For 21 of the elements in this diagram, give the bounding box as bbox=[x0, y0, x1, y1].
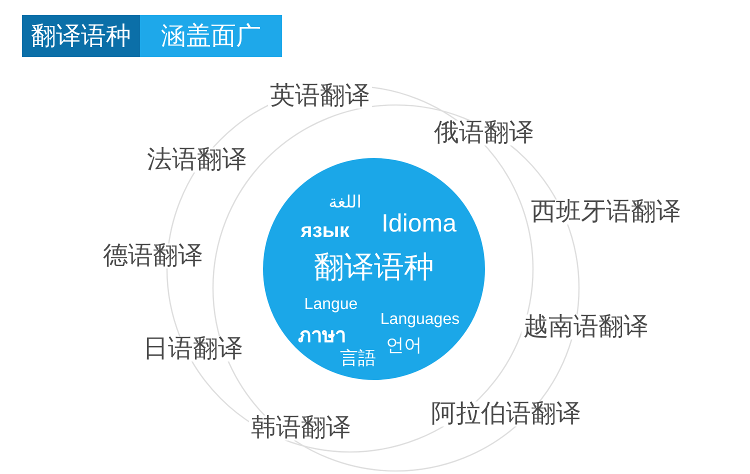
word: اللغة bbox=[328, 194, 362, 212]
word: Idioma bbox=[381, 212, 457, 236]
language-label: 西班牙语翻译 bbox=[529, 200, 683, 224]
center-title: 翻译语种 bbox=[314, 253, 434, 283]
language-label: 法语翻译 bbox=[145, 148, 249, 172]
language-label: 德语翻译 bbox=[101, 244, 205, 268]
heading-text: 翻译语种 bbox=[31, 24, 131, 48]
subtitle-tab bbox=[140, 15, 282, 57]
heading-text: 涵盖面广 bbox=[161, 24, 261, 48]
language-label: 韩语翻译 bbox=[249, 416, 353, 440]
word: Langue bbox=[304, 297, 358, 313]
language-label: 俄语翻译 bbox=[432, 120, 536, 146]
title-tab bbox=[22, 15, 140, 57]
language-label: 英语翻译 bbox=[268, 84, 372, 108]
word: Languages bbox=[380, 312, 460, 328]
word: язык bbox=[300, 221, 350, 241]
language-label: 越南语翻译 bbox=[522, 314, 650, 340]
language-label: 阿拉伯语翻译 bbox=[429, 402, 583, 426]
word: ภาษา bbox=[298, 326, 346, 346]
word: 言語 bbox=[340, 349, 376, 367]
word: 언어 bbox=[386, 336, 422, 354]
